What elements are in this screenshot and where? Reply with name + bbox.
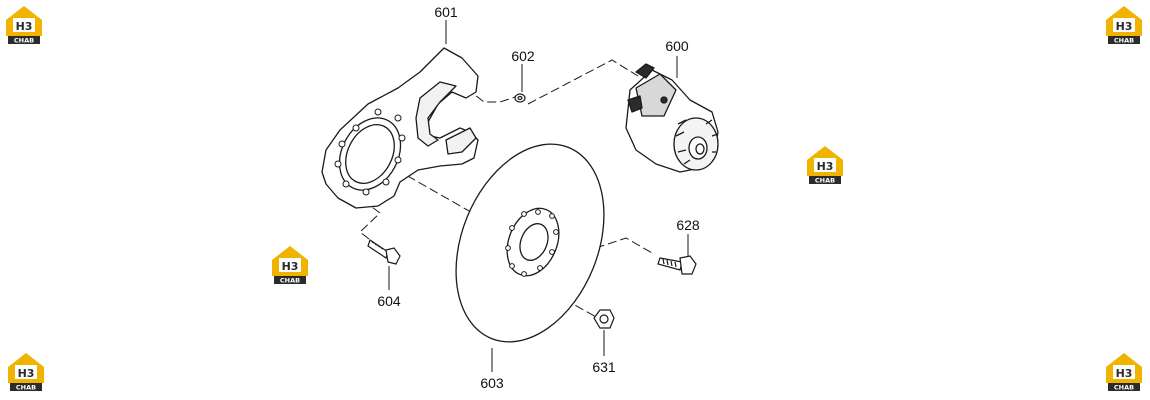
watermark-main-text: H3 [282,260,299,273]
watermark-sub-text: CHAB [815,177,835,185]
watermark-main-text: H3 [817,160,834,173]
brake-caliper [625,63,719,173]
watermark-main-text: H3 [18,367,35,380]
nut-631 [593,309,615,329]
part-label-600: 600 [665,38,689,54]
bolt-628 [657,255,697,275]
watermark-logo-bottom-left: H3 CHAB [8,353,44,392]
watermark-sub-text: CHAB [1114,384,1134,392]
part-label-604: 604 [377,293,401,309]
leader-lines [388,20,689,372]
watermark-main-text: H3 [1116,367,1133,380]
brake-disc [455,143,605,343]
bolt-604 [367,239,401,265]
watermark-sub-text: CHAB [14,37,34,45]
part-label-603: 603 [480,375,504,391]
watermark-logo-bottom-right: H3 CHAB [1106,353,1142,392]
watermark-main-text: H3 [1116,20,1133,33]
part-label-628: 628 [676,217,700,233]
watermark-main-text: H3 [16,20,33,33]
watermark-logo-center-right: H3 CHAB [807,146,843,185]
part-label-602: 602 [511,48,535,64]
watermark-logo-top-left: H3 CHAB [6,6,42,45]
watermark-sub-text: CHAB [1114,37,1134,45]
watermark-logo-center-left: H3 CHAB [272,246,308,285]
part-label-601: 601 [434,4,458,20]
watermark-sub-text: CHAB [16,384,36,392]
part-label-631: 631 [592,359,616,375]
caliper-bracket [321,47,479,209]
watermark-logo-top-right: H3 CHAB [1106,6,1142,45]
watermark-sub-text: CHAB [280,277,300,285]
washer [514,93,526,103]
